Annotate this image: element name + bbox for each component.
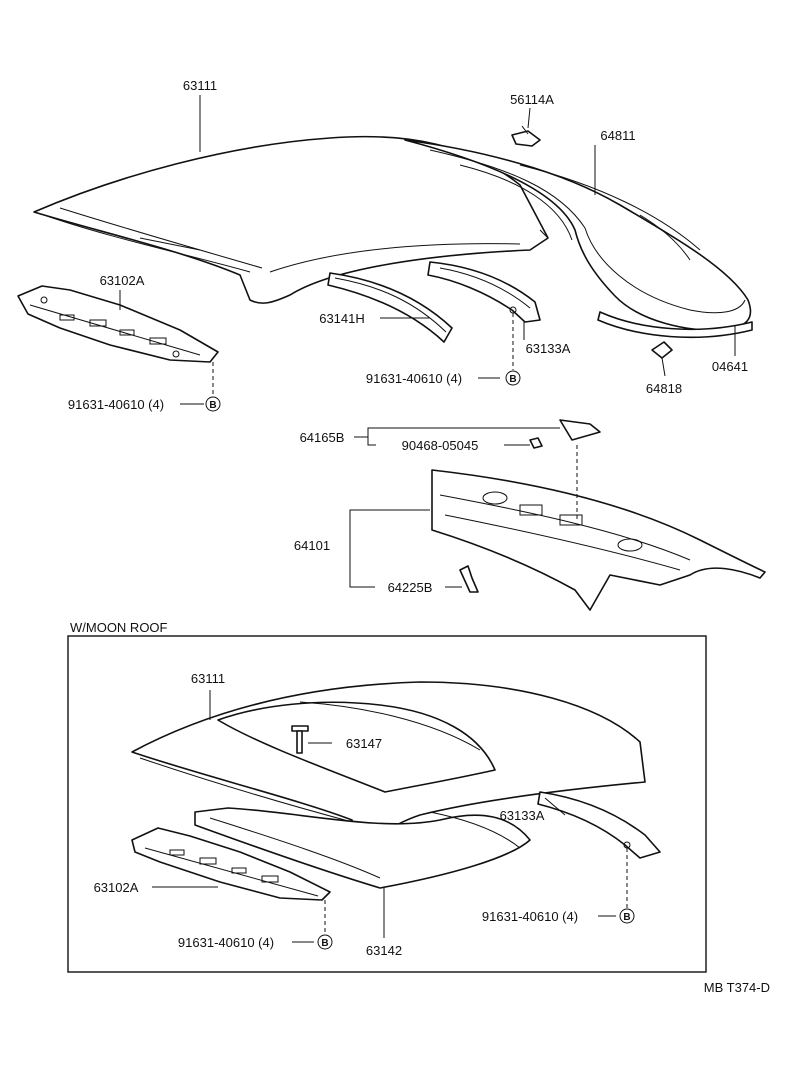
front-header-panel-moon [131,827,331,901]
b-marker-3-label: B [623,912,630,923]
roof-bow-63133a [427,261,541,323]
clip-56114a [511,125,541,147]
roof-bow-63141h [327,272,453,343]
roof-bow-63133a-moon [537,791,661,859]
b-marker-4: B [317,934,333,950]
moon-roof-panel [131,681,646,846]
sunroof-frame-63142 [194,807,531,889]
front-header-panel [17,285,219,363]
callout-04641: 04641 [712,359,748,374]
b-marker-3: B [619,908,635,924]
callout-64818: 64818 [646,381,682,396]
callout-64101: 64101 [294,538,330,553]
b-marker-4-label: B [321,938,328,949]
bracket-63147 [291,725,309,754]
callout-63102a-box: 63102A [94,880,139,895]
b-marker-2-label: B [209,400,216,411]
callout-64811: 64811 [600,128,635,143]
callout-63111-top: 63111 [183,78,217,93]
callout-63102a-top: 63102A [100,273,145,288]
callout-56114a: 56114A [510,92,554,107]
leader-lines [119,95,736,943]
clip-64818 [651,341,673,359]
callout-63141h: 63141H [319,311,365,326]
callout-91631-mid: 91631-40610 (4) [366,371,462,386]
roof-panel [33,135,549,304]
callout-90468: 90468-05045 [402,438,479,453]
section-label: W/MOON ROOF [70,620,168,635]
package-tray [431,419,766,611]
callout-64165b: 64165B [300,430,345,445]
callout-91631-left: 91631-40610 (4) [68,397,164,412]
callout-63133a-box: 63133A [500,808,545,823]
b-marker-1-label: B [509,374,516,385]
callout-91631-box-right: 91631-40610 (4) [482,909,578,924]
b-marker-1: B [505,370,521,386]
figure-code: MB T374-D [704,980,770,995]
callout-63142: 63142 [366,943,402,958]
callout-64225b: 64225B [388,580,433,595]
callout-91631-box-left: 91631-40610 (4) [178,935,274,950]
b-marker-2: B [205,396,221,412]
moon-roof-frame [67,635,707,973]
callout-63111-box: 63111 [191,671,225,686]
callout-63133a-top: 63133A [526,341,571,356]
callout-63147: 63147 [346,736,382,751]
roof-side-rail [404,139,753,339]
